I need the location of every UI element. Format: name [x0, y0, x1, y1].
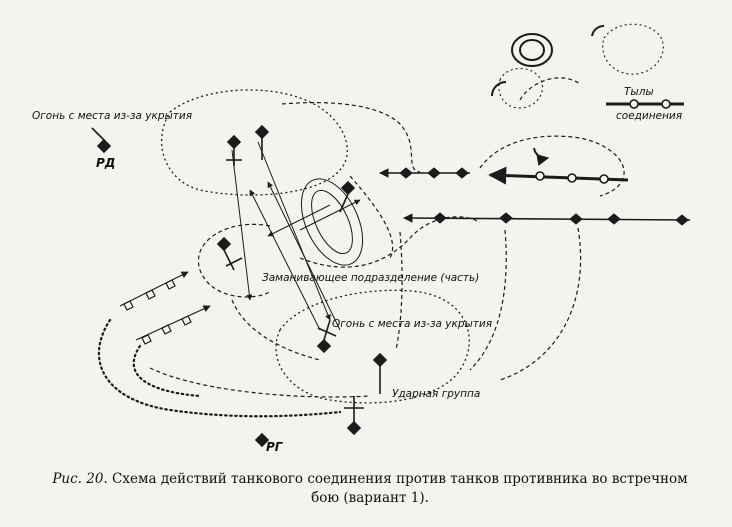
fire-lines	[231, 141, 361, 331]
label-fire-from-cover-bottom: Огонь с места из-за укрытия	[332, 318, 493, 330]
label-strike-group: Ударная группа	[392, 388, 481, 400]
figure-caption: Рис. 20. Схема действий танкового соедин…	[40, 470, 700, 508]
label-rg: РГ	[266, 440, 283, 454]
dotted-attack-routes	[97, 318, 342, 418]
enemy-column	[488, 166, 629, 185]
caption-text: Схема действий танкового соединения прот…	[112, 471, 688, 506]
cover-area-bottom	[275, 289, 470, 404]
rear-symbols	[491, 24, 605, 166]
open-diamond-columns	[119, 271, 211, 345]
tank-column-upper	[379, 167, 470, 179]
label-rear-line1: Тылы	[624, 86, 654, 98]
caption-figure-number: Рис. 20.	[52, 471, 108, 487]
luring-oval	[300, 178, 364, 266]
label-rd: РД	[96, 156, 116, 170]
label-fire-from-cover-top: Огонь с места из-за укрытия	[32, 110, 193, 122]
maneuver-routes	[149, 77, 625, 398]
tank-unit-symbols	[91, 124, 388, 448]
label-rear-line2: соединения	[616, 110, 683, 122]
rear-column	[606, 99, 684, 109]
woods-rear-right	[498, 23, 664, 109]
cover-area-top	[160, 89, 348, 196]
label-luring-unit: Заманивающее подразделение (часть)	[262, 272, 480, 284]
tank-column-middle	[403, 212, 691, 226]
